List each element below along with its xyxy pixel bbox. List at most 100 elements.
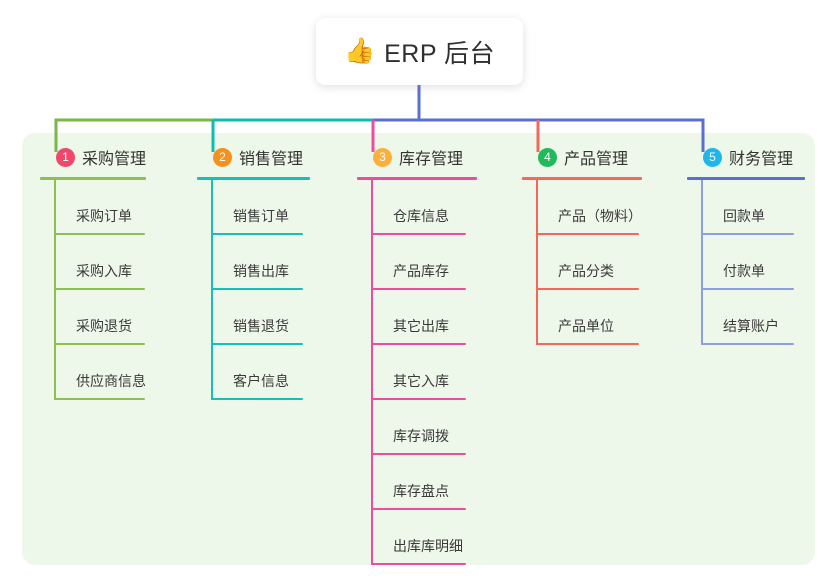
- leaf-item-underline: [701, 288, 794, 290]
- column-underline-3: [357, 177, 477, 180]
- column-badge-4: 4: [538, 147, 557, 167]
- leaf-item[interactable]: 产品（物料）: [536, 180, 677, 235]
- leaf-item[interactable]: 客户信息: [211, 345, 347, 400]
- leaf-item-label: 产品分类: [558, 263, 614, 279]
- leaf-item-underline: [54, 343, 145, 345]
- branch-stem-1: [54, 180, 56, 400]
- leaf-item-underline: [211, 343, 303, 345]
- leaf-item-underline: [536, 343, 639, 345]
- leaf-item-label: 客户信息: [233, 373, 289, 389]
- leaf-item-label: 产品库存: [393, 263, 449, 279]
- leaf-item-label: 产品单位: [558, 318, 614, 334]
- leaf-item-label: 付款单: [723, 263, 765, 279]
- column-3: 3 库存管理仓库信息产品库存其它出库其它入库库存调拨库存盘点出库库明细: [357, 144, 512, 565]
- column-underline-4: [522, 177, 642, 180]
- leaf-item[interactable]: 产品库存: [371, 235, 512, 290]
- leaf-item-underline: [54, 233, 145, 235]
- leaf-item[interactable]: 采购入库: [54, 235, 190, 290]
- leaf-item[interactable]: 采购退货: [54, 290, 190, 345]
- leaf-item[interactable]: 出库库明细: [371, 510, 512, 565]
- root-node-label: ERP 后台: [384, 39, 496, 68]
- column-branch-1: 采购订单采购入库采购退货供应商信息: [54, 180, 190, 400]
- leaf-item-underline: [371, 563, 466, 565]
- leaf-item-label: 出库库明细: [393, 538, 463, 554]
- column-branch-5: 回款单付款单结算账户: [701, 180, 837, 345]
- leaf-item[interactable]: 产品分类: [536, 235, 677, 290]
- leaf-item-label: 其它入库: [393, 373, 449, 389]
- column-title-1: 采购管理: [82, 151, 147, 168]
- leaf-item[interactable]: 付款单: [701, 235, 837, 290]
- leaf-item-label: 库存调拨: [393, 428, 449, 444]
- leaf-item-label: 结算账户: [723, 318, 779, 334]
- root-node-card[interactable]: 👍 ERP 后台: [316, 18, 523, 85]
- column-branch-2: 销售订单销售出库销售退货客户信息: [211, 180, 347, 400]
- leaf-item[interactable]: 销售出库: [211, 235, 347, 290]
- leaf-item-underline: [371, 398, 466, 400]
- leaf-item-label: 供应商信息: [76, 373, 146, 389]
- leaf-item[interactable]: 库存盘点: [371, 455, 512, 510]
- thumbs-up-icon: 👍: [343, 37, 376, 65]
- leaf-item-label: 采购订单: [76, 208, 132, 224]
- leaf-item-label: 采购退货: [76, 318, 132, 334]
- leaf-item[interactable]: 回款单: [701, 180, 837, 235]
- leaf-item-underline: [536, 288, 639, 290]
- column-title-4: 产品管理: [564, 151, 629, 168]
- column-header-3[interactable]: 3 库存管理: [357, 144, 512, 170]
- leaf-item-underline: [211, 288, 303, 290]
- leaf-item-underline: [211, 398, 303, 400]
- leaf-item-underline: [371, 343, 466, 345]
- leaf-item-underline: [701, 343, 794, 345]
- leaf-item-underline: [371, 453, 466, 455]
- leaf-item-underline: [701, 233, 794, 235]
- leaf-item[interactable]: 采购订单: [54, 180, 190, 235]
- column-2: 2 销售管理销售订单销售出库销售退货客户信息: [197, 144, 347, 400]
- leaf-item[interactable]: 供应商信息: [54, 345, 190, 400]
- branch-stem-3: [371, 180, 373, 565]
- column-header-2[interactable]: 2 销售管理: [197, 144, 347, 170]
- column-badge-1: 1: [56, 147, 75, 167]
- column-title-3: 库存管理: [399, 151, 464, 168]
- leaf-item-underline: [54, 288, 145, 290]
- leaf-item-underline: [536, 233, 639, 235]
- leaf-item[interactable]: 结算账户: [701, 290, 837, 345]
- column-underline-5: [687, 177, 805, 180]
- leaf-item[interactable]: 库存调拨: [371, 400, 512, 455]
- column-title-5: 财务管理: [729, 151, 794, 168]
- leaf-item-underline: [371, 233, 466, 235]
- column-4: 4 产品管理产品（物料） 产品分类产品单位: [522, 144, 677, 345]
- leaf-item-underline: [211, 233, 303, 235]
- column-badge-3: 3: [373, 147, 392, 167]
- leaf-item-label: 仓库信息: [393, 208, 449, 224]
- leaf-item-label: 回款单: [723, 208, 765, 224]
- column-badge-2: 2: [213, 147, 232, 167]
- branch-stem-2: [211, 180, 213, 400]
- leaf-item[interactable]: 其它出库: [371, 290, 512, 345]
- leaf-item[interactable]: 销售订单: [211, 180, 347, 235]
- leaf-item-underline: [54, 398, 145, 400]
- branch-stem-5: [701, 180, 703, 345]
- leaf-item-underline: [371, 288, 466, 290]
- column-branch-4: 产品（物料） 产品分类产品单位: [536, 180, 677, 345]
- leaf-item-label: 销售退货: [233, 318, 289, 334]
- column-underline-2: [197, 177, 310, 180]
- column-header-4[interactable]: 4 产品管理: [522, 144, 677, 170]
- leaf-item-label: 产品（物料）: [558, 208, 642, 224]
- leaf-item-label: 其它出库: [393, 318, 449, 334]
- column-1: 1 采购管理采购订单采购入库采购退货供应商信息: [40, 144, 190, 400]
- leaf-item[interactable]: 产品单位: [536, 290, 677, 345]
- leaf-item[interactable]: 仓库信息: [371, 180, 512, 235]
- branch-stem-4: [536, 180, 538, 345]
- leaf-item-underline: [371, 508, 466, 510]
- column-title-2: 销售管理: [239, 151, 304, 168]
- leaf-item-label: 库存盘点: [393, 483, 449, 499]
- column-branch-3: 仓库信息产品库存其它出库其它入库库存调拨库存盘点出库库明细: [371, 180, 512, 565]
- leaf-item[interactable]: 销售退货: [211, 290, 347, 345]
- leaf-item-label: 销售出库: [233, 263, 289, 279]
- leaf-item[interactable]: 其它入库: [371, 345, 512, 400]
- column-underline-1: [40, 177, 146, 180]
- leaf-item-label: 销售订单: [233, 208, 289, 224]
- column-header-1[interactable]: 1 采购管理: [40, 144, 190, 170]
- diagram-panel: [22, 133, 815, 565]
